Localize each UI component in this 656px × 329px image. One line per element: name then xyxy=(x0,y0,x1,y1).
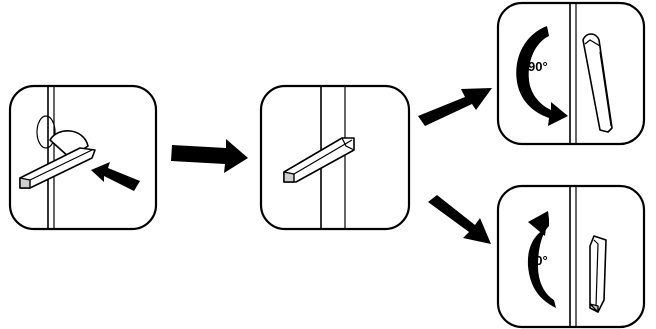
panel-push-handle xyxy=(8,84,158,231)
door-handle xyxy=(19,130,96,189)
door-handle xyxy=(283,137,355,183)
rosette xyxy=(36,115,56,149)
rotate-counterclockwise-icon xyxy=(516,26,568,126)
panel-handle-pressed xyxy=(259,84,411,231)
next-step-arrow-icon xyxy=(418,88,492,126)
door-handle xyxy=(582,33,613,133)
next-step-arrow-icon xyxy=(171,139,248,173)
door-handle xyxy=(589,235,607,313)
rotate-clockwise-icon xyxy=(527,211,556,308)
panel-rotate-bottom: 90° xyxy=(496,184,646,329)
panel-frame xyxy=(496,184,646,329)
panel-rotate-top: 90° xyxy=(496,1,646,146)
push-arrow-icon xyxy=(91,162,140,191)
rotation-angle-label: 90° xyxy=(528,253,548,268)
next-step-arrow-icon xyxy=(428,195,491,244)
rotation-angle-label: 90° xyxy=(528,59,548,74)
